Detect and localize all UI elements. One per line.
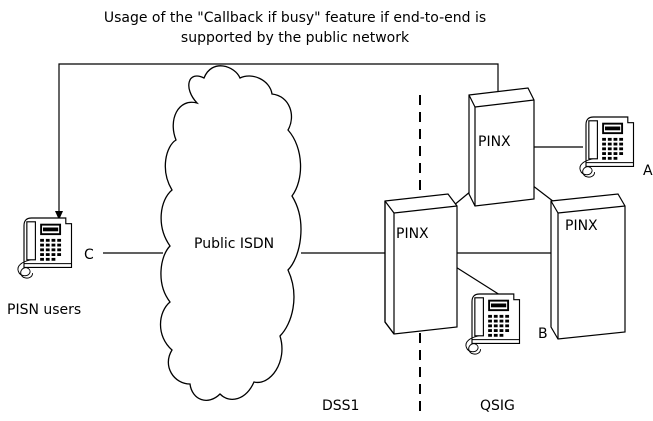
- cloud-label: Public ISDN: [194, 236, 275, 252]
- pisn-users-label: PISN users: [7, 302, 82, 318]
- link-pinx-left-b: [450, 263, 501, 296]
- pinx-top-label: PINX: [478, 134, 511, 150]
- qsig-label: QSIG: [480, 398, 515, 414]
- telephone-icon-c: [17, 217, 73, 279]
- pinx-box-top: [468, 87, 535, 207]
- telephone-icon-b: [465, 293, 521, 355]
- pinx-left-label: PINX: [396, 226, 429, 242]
- dss1-label: DSS1: [322, 398, 360, 414]
- user-c-label: C: [84, 247, 94, 263]
- caption-line-2: supported by the public network: [180, 30, 410, 46]
- public-isdn-cloud: [159, 65, 302, 401]
- user-b-label: B: [538, 326, 548, 342]
- pinx-right-label: PINX: [565, 218, 598, 234]
- telephone-icon-a: [579, 116, 635, 178]
- callback-path: [55, 63, 499, 220]
- pinx-box-left: [384, 193, 458, 335]
- pinx-box-right: [550, 193, 626, 340]
- caption-line-1: Usage of the "Callback if busy" feature …: [103, 10, 487, 26]
- user-a-label: A: [643, 163, 653, 179]
